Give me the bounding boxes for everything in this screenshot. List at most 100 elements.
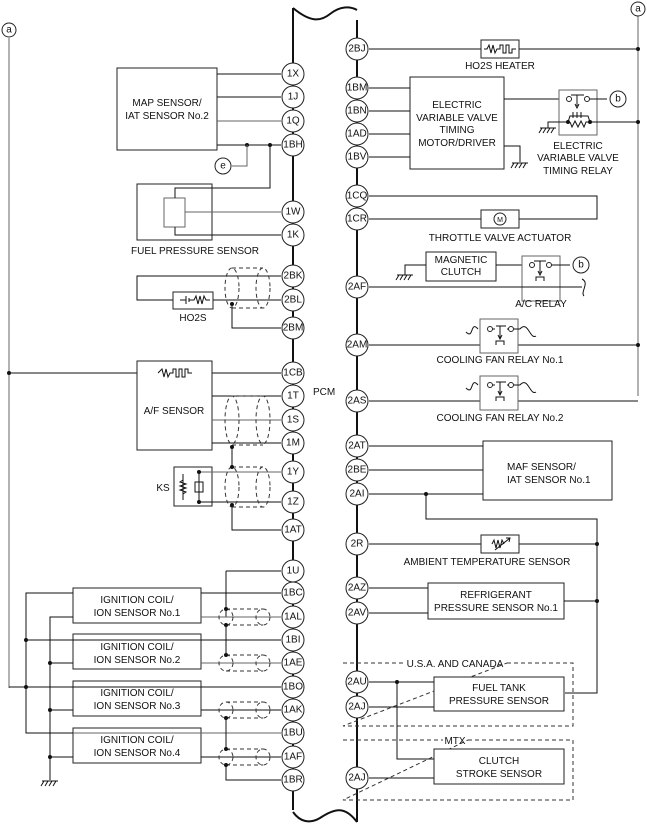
- ign2-label-1: IGNITION COIL/: [100, 642, 174, 653]
- pin-1AT: 1AT: [281, 518, 305, 542]
- svg-text:1Y: 1Y: [287, 467, 300, 478]
- pin-1AK: 1AK: [281, 698, 305, 722]
- evvt-motor-label-3: TIMING: [440, 125, 475, 136]
- svg-text:2AM: 2AM: [347, 340, 368, 351]
- pin-1BO: 1BO: [281, 675, 305, 699]
- maf-label-2: IAT SENSOR No.1: [507, 475, 591, 486]
- svg-text:2BL: 2BL: [284, 295, 302, 306]
- ref-a-right: a: [630, 1, 646, 17]
- svg-text:1AT: 1AT: [284, 525, 302, 536]
- pin-1K: 1K: [281, 223, 305, 247]
- fuel-pressure-sensor-label: FUEL PRESSURE SENSOR: [131, 246, 259, 257]
- mag-clutch-label-1: MAGNETIC: [435, 255, 488, 266]
- fuel-tank-label-1: FUEL TANK: [472, 683, 526, 694]
- pin-2BJ: 2BJ: [345, 37, 369, 61]
- ks-box: [173, 466, 213, 507]
- evvt-relay-label-1: ELECTRIC: [553, 141, 602, 152]
- svg-text:2AV: 2AV: [348, 608, 366, 619]
- svg-text:2AS: 2AS: [348, 396, 367, 407]
- refrig-label-1: REFRIGERANT: [460, 590, 532, 601]
- ambient-label: AMBIENT TEMPERATURE SENSOR: [404, 557, 571, 568]
- svg-text:a: a: [635, 4, 641, 15]
- svg-text:1BR: 1BR: [283, 775, 302, 786]
- fan1-label: COOLING FAN RELAY No.1: [437, 355, 564, 366]
- svg-text:1T: 1T: [287, 391, 299, 402]
- svg-text:1AK: 1AK: [284, 705, 303, 716]
- svg-text:2AF: 2AF: [348, 282, 366, 293]
- pin-1BR: 1BR: [281, 768, 305, 792]
- svg-text:2BJ: 2BJ: [348, 44, 365, 55]
- pin-1BC: 1BC: [281, 581, 305, 605]
- svg-text:2BE: 2BE: [348, 465, 367, 476]
- svg-text:1AF: 1AF: [284, 752, 302, 763]
- svg-text:2AI: 2AI: [349, 489, 364, 500]
- ign1-label-1: IGNITION COIL/: [100, 595, 174, 606]
- refrig-label-2: PRESSURE SENSOR No.1: [434, 603, 558, 614]
- ambient-sensor-box: [480, 534, 520, 554]
- pin-1BN: 1BN: [345, 99, 369, 123]
- pin-2BL: 2BL: [281, 288, 305, 312]
- svg-text:2BM: 2BM: [283, 323, 304, 334]
- map-sensor-box: [116, 67, 218, 151]
- mag-clutch-label-2: CLUTCH: [441, 267, 482, 278]
- svg-text:1J: 1J: [288, 92, 299, 103]
- svg-text:1BM: 1BM: [347, 83, 368, 94]
- ign3-label-1: IGNITION COIL/: [100, 688, 174, 699]
- clutch-stroke-label-1: CLUTCH: [479, 756, 520, 767]
- mtx-group-label: MTX: [444, 736, 465, 747]
- maf-label-1: MAF SENSOR/: [507, 462, 576, 473]
- pin-2AM: 2AM: [345, 333, 369, 357]
- ref-b-ac: b: [572, 256, 590, 274]
- svg-text:1CB: 1CB: [283, 368, 303, 379]
- pin-1AE: 1AE: [281, 651, 305, 675]
- pcm-label: PCM: [313, 387, 335, 398]
- svg-text:1Z: 1Z: [287, 497, 299, 508]
- pin-2R: 2R: [345, 532, 369, 556]
- throttle-label: THROTTLE VALVE ACTUATOR: [429, 233, 572, 244]
- svg-text:1X: 1X: [287, 69, 300, 80]
- fuel-tank-label-2: PRESSURE SENSOR: [449, 696, 549, 707]
- pin-2AI: 2AI: [345, 482, 369, 506]
- svg-text:b: b: [578, 260, 584, 271]
- left-wiring: [7, 38, 281, 787]
- svg-text:1AD: 1AD: [347, 129, 366, 140]
- pin-2AZ: 2AZ: [345, 576, 369, 600]
- pin-2BM: 2BM: [281, 316, 305, 340]
- svg-text:1BH: 1BH: [283, 140, 302, 151]
- ign3-label-2: ION SENSOR No.3: [94, 701, 181, 712]
- map-sensor-label-1: MAP SENSOR/: [132, 98, 201, 109]
- fan2-label: COOLING FAN RELAY No.2: [437, 413, 564, 424]
- ign1-label-2: ION SENSOR No.1: [94, 608, 181, 619]
- svg-text:2AT: 2AT: [348, 441, 366, 452]
- fuel-tank-sensor-box: [433, 676, 565, 712]
- magnetic-clutch-box: [425, 251, 497, 282]
- svg-text:1CQ: 1CQ: [347, 191, 368, 202]
- ign2-label-2: ION SENSOR No.2: [94, 655, 181, 666]
- pin-1AL: 1AL: [281, 605, 305, 629]
- pin-1T: 1T: [281, 384, 305, 408]
- pin-1S: 1S: [281, 408, 305, 432]
- svg-text:1BU: 1BU: [283, 728, 302, 739]
- svg-text:1AE: 1AE: [284, 658, 303, 669]
- pin-1AF: 1AF: [281, 745, 305, 769]
- clutch-stroke-sensor-box: [433, 748, 565, 785]
- pin-1Z: 1Z: [281, 490, 305, 514]
- pin-1Y: 1Y: [281, 460, 305, 484]
- pin-1Q: 1Q: [281, 109, 305, 133]
- svg-text:1BI: 1BI: [285, 635, 300, 646]
- ign4-label-2: ION SENSOR No.4: [94, 748, 181, 759]
- ref-a-left: a: [1, 22, 17, 38]
- pin-1BU: 1BU: [281, 721, 305, 745]
- svg-text:M: M: [497, 217, 503, 224]
- pin-1CB: 1CB: [281, 361, 305, 385]
- svg-text:2BK: 2BK: [284, 271, 303, 282]
- pin-1CR: 1CR: [345, 207, 369, 231]
- pin-2AV: 2AV: [345, 601, 369, 625]
- ground-icon: [40, 780, 58, 787]
- svg-text:1W: 1W: [286, 207, 302, 218]
- map-sensor-label-2: IAT SENSOR No.2: [125, 111, 209, 122]
- pin-1BV: 1BV: [345, 145, 369, 169]
- evvt-relay-label-3: TIMING RELAY: [543, 166, 613, 177]
- svg-text:1M: 1M: [286, 438, 300, 449]
